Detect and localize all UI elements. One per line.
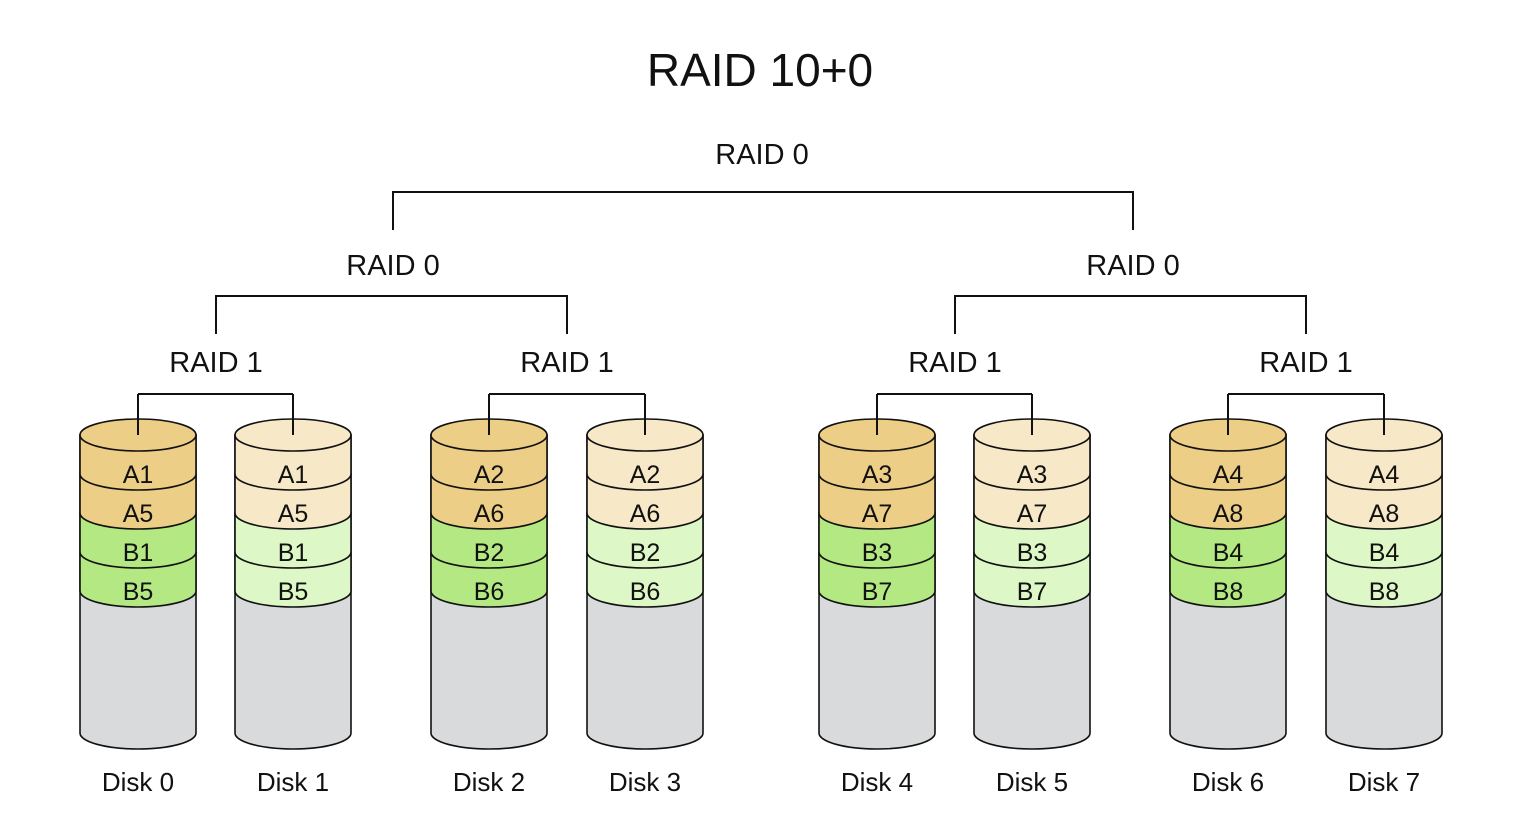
raid0-group-label: RAID 0 bbox=[346, 250, 439, 282]
disk-label: Disk 2 bbox=[453, 767, 525, 797]
raid0-group-connector bbox=[215, 295, 568, 334]
data-block-label: A7 bbox=[1017, 500, 1048, 528]
data-block-label: A8 bbox=[1213, 500, 1244, 528]
data-block-label: A1 bbox=[123, 461, 154, 489]
data-block-label: A3 bbox=[862, 461, 893, 489]
data-block-label: A4 bbox=[1213, 461, 1244, 489]
data-block-label: B1 bbox=[123, 539, 154, 567]
disk-label: Disk 7 bbox=[1348, 767, 1420, 797]
disk-label: Disk 4 bbox=[841, 767, 913, 797]
data-block-label: B7 bbox=[862, 578, 893, 606]
data-block-label: B2 bbox=[630, 539, 661, 567]
data-block-label: B4 bbox=[1213, 539, 1244, 567]
data-block-label: A6 bbox=[630, 500, 661, 528]
raid1-label: RAID 1 bbox=[169, 347, 262, 379]
diagram-title: RAID 10+0 bbox=[647, 44, 873, 96]
data-block-label: A5 bbox=[278, 500, 309, 528]
disk-label: Disk 6 bbox=[1192, 767, 1264, 797]
data-block-label: A7 bbox=[862, 500, 893, 528]
data-block-label: B1 bbox=[278, 539, 309, 567]
raid0-top-label: RAID 0 bbox=[715, 139, 808, 171]
disk-label: Disk 5 bbox=[996, 767, 1068, 797]
data-block-label: A2 bbox=[474, 461, 505, 489]
data-block-label: B5 bbox=[123, 578, 154, 606]
data-block-label: B3 bbox=[862, 539, 893, 567]
data-block-label: B3 bbox=[1017, 539, 1048, 567]
data-block-label: B6 bbox=[630, 578, 661, 606]
data-block-label: A6 bbox=[474, 500, 505, 528]
data-block-label: B4 bbox=[1369, 539, 1400, 567]
data-block-label: B8 bbox=[1213, 578, 1244, 606]
data-block-label: B7 bbox=[1017, 578, 1048, 606]
raid1-label: RAID 1 bbox=[1259, 347, 1352, 379]
raid1-label: RAID 1 bbox=[908, 347, 1001, 379]
raid0-group-connector bbox=[954, 295, 1307, 334]
data-block-label: A3 bbox=[1017, 461, 1048, 489]
disk-label: Disk 1 bbox=[257, 767, 329, 797]
data-block-label: B5 bbox=[278, 578, 309, 606]
raid1-label: RAID 1 bbox=[520, 347, 613, 379]
raid0-group-label: RAID 0 bbox=[1086, 250, 1179, 282]
data-block-label: A2 bbox=[630, 461, 661, 489]
data-block-label: A4 bbox=[1369, 461, 1400, 489]
data-block-label: A5 bbox=[123, 500, 154, 528]
data-block-label: B2 bbox=[474, 539, 505, 567]
data-block-label: A8 bbox=[1369, 500, 1400, 528]
disk-label: Disk 0 bbox=[102, 767, 174, 797]
data-block-label: A1 bbox=[278, 461, 309, 489]
data-block-label: B8 bbox=[1369, 578, 1400, 606]
disk-label: Disk 3 bbox=[609, 767, 681, 797]
raid0-top-connector bbox=[392, 191, 1134, 230]
data-block-label: B6 bbox=[474, 578, 505, 606]
